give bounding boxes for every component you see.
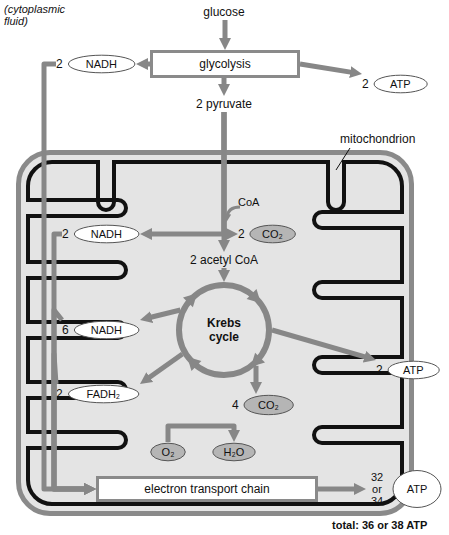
- process-name: electron transport chain: [144, 482, 269, 496]
- connector-arrow: [222, 268, 227, 275]
- connector-arrow: [223, 20, 228, 43]
- energy-oval: 32 or 34 ATP: [366, 468, 442, 510]
- connector-arrow: [54, 310, 89, 489]
- oval-ellipse: [74, 321, 139, 339]
- connector-arrow: [300, 64, 355, 73]
- molecule-oval: ATP: [373, 74, 428, 94]
- molecule-name: 2 acetyl CoA: [190, 253, 258, 267]
- molecule-name: ATP: [407, 483, 428, 495]
- gas-oval: O₂: [150, 442, 186, 462]
- connector-arrow: [168, 426, 234, 442]
- count-number: 6: [62, 323, 69, 337]
- molecule-name: glucose: [203, 5, 244, 19]
- cycle-arrowhead: [247, 289, 266, 308]
- molecule-name: CO₂: [262, 228, 283, 240]
- cycle-ring: [179, 285, 269, 375]
- connector-arrow: [318, 487, 359, 492]
- molecule-name: O₂: [162, 446, 175, 458]
- connector-arrow: [54, 354, 89, 489]
- molecule-name: 2 pyruvate: [196, 97, 252, 111]
- molecule-oval: CO₂: [243, 394, 294, 416]
- molecule-oval: H₂O: [212, 442, 256, 462]
- oval-ellipse: [388, 361, 439, 379]
- molecule-oval: ATP: [392, 468, 442, 510]
- total-label: total: 36 or 38 ATP: [332, 519, 448, 531]
- connector-arrow: [147, 112, 224, 234]
- energy-oval: 2 ATP: [376, 360, 440, 380]
- oval-ellipse: [393, 471, 441, 508]
- carrier-oval: 6 NADH: [62, 320, 140, 340]
- carrier-oval: 2 NADH: [56, 54, 136, 74]
- molecule-label: glucose: [189, 4, 259, 20]
- gas-oval: 2 CO₂: [238, 224, 296, 244]
- organelle-name: mitochondrion: [340, 132, 415, 146]
- region-label: (cytoplasmic fluid): [4, 3, 78, 27]
- molecule-oval: NADH: [67, 54, 136, 74]
- molecule-oval: O₂: [150, 442, 186, 462]
- carrier-oval: 2 FADH₂: [56, 384, 140, 404]
- oval-ellipse: [74, 225, 139, 243]
- molecule-name: ATP: [403, 364, 424, 376]
- oval-ellipse: [374, 75, 427, 93]
- gas-oval: 4 CO₂: [232, 394, 294, 416]
- connector-arrow: [222, 112, 227, 245]
- cycle-arrowhead: [246, 353, 265, 372]
- oval-ellipse: [213, 443, 255, 461]
- connector-arrow: [222, 78, 227, 89]
- connector-arrow: [147, 310, 181, 318]
- molecule-label: 2 pyruvate: [179, 96, 269, 112]
- molecule-oval: FADH₂: [67, 384, 140, 404]
- count-number: 2: [56, 387, 63, 401]
- connector-arrow: [146, 354, 183, 380]
- count-number: 2: [362, 77, 369, 91]
- count-number: 2: [62, 227, 69, 241]
- oval-ellipse: [68, 55, 135, 73]
- process-box: electron transport chain: [96, 476, 318, 502]
- oval-ellipse: [244, 395, 293, 414]
- process-box: glycolysis: [150, 50, 300, 78]
- cycle-name: Krebs cycle: [194, 316, 254, 344]
- molecule-name: ATP: [390, 78, 411, 90]
- cycle-arrowhead: [183, 288, 202, 307]
- connector-arrow: [44, 64, 89, 489]
- oval-ellipse: [151, 443, 186, 461]
- molecule-name: NADH: [91, 324, 122, 336]
- process-name: glycolysis: [199, 57, 250, 71]
- molecule-oval: NADH: [73, 320, 140, 340]
- molecule-name: FADH₂: [87, 388, 121, 400]
- molecule-name: NADH: [86, 58, 117, 70]
- molecule-name: CO₂: [258, 399, 279, 411]
- energy-oval: 2 ATP: [362, 74, 428, 94]
- gas-oval: H₂O: [212, 442, 256, 462]
- carrier-oval: 2 NADH: [62, 224, 140, 244]
- molecule-oval: CO₂: [249, 224, 296, 244]
- molecule-oval: NADH: [73, 224, 140, 244]
- molecule-name: H₂O: [224, 446, 245, 458]
- count-number: 2: [376, 363, 383, 377]
- cycle-arrowhead: [182, 352, 201, 371]
- molecule-oval: ATP: [387, 360, 440, 380]
- molecule-label: 2 acetyl CoA: [169, 252, 279, 268]
- input-label: CoA: [238, 196, 268, 208]
- connector-arrow: [143, 62, 150, 67]
- cycle-circle: Krebs cycle: [176, 282, 272, 378]
- count-number: 32 or 34: [366, 471, 388, 507]
- connector-arrow: [254, 366, 259, 387]
- molecule-name: NADH: [91, 228, 122, 240]
- oval-ellipse: [250, 225, 295, 243]
- connector-arrow: [54, 234, 89, 489]
- count-number: 2: [56, 57, 63, 71]
- connector-arrow: [272, 330, 369, 358]
- mitochondrion-outline: mitochondrion2NADH2CO₂2 acetyl CoA6NADHK…: [16, 150, 414, 516]
- count-number: 2: [238, 227, 245, 241]
- oval-ellipse: [68, 385, 138, 403]
- count-number: 4: [232, 398, 239, 412]
- connector-arrow: [224, 112, 231, 234]
